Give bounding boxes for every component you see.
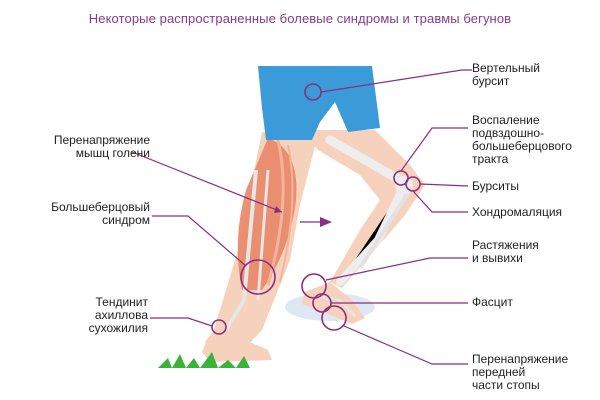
femur-bone [325, 135, 405, 185]
back-foot [202, 336, 272, 362]
label-bursitis: Бурситы [472, 179, 519, 193]
label-chondromalacia: Хондромаляция [472, 205, 563, 219]
tibia-bone [336, 186, 406, 286]
marker-achilles [211, 319, 227, 335]
leader-chondro [412, 190, 468, 213]
marker-forefoot [321, 305, 347, 331]
marker-shin-strain [240, 259, 276, 295]
grass-icon [158, 352, 250, 368]
leader-forefoot [343, 325, 468, 365]
shorts [258, 66, 380, 140]
diagram-title: Некоторые распространенные болевые синдр… [88, 11, 512, 26]
leader-trochanteric [320, 69, 472, 93]
leader-it-band [400, 127, 468, 172]
leader-shin-strain [131, 151, 283, 213]
arrow-icon [320, 217, 332, 227]
label-fasciitis: Фасцит [472, 295, 513, 309]
leader-sprains [325, 257, 468, 281]
leader-tibial [152, 215, 247, 267]
leader-bursitis [419, 183, 469, 187]
back-leg [202, 132, 318, 362]
leader-achilles [150, 317, 213, 327]
